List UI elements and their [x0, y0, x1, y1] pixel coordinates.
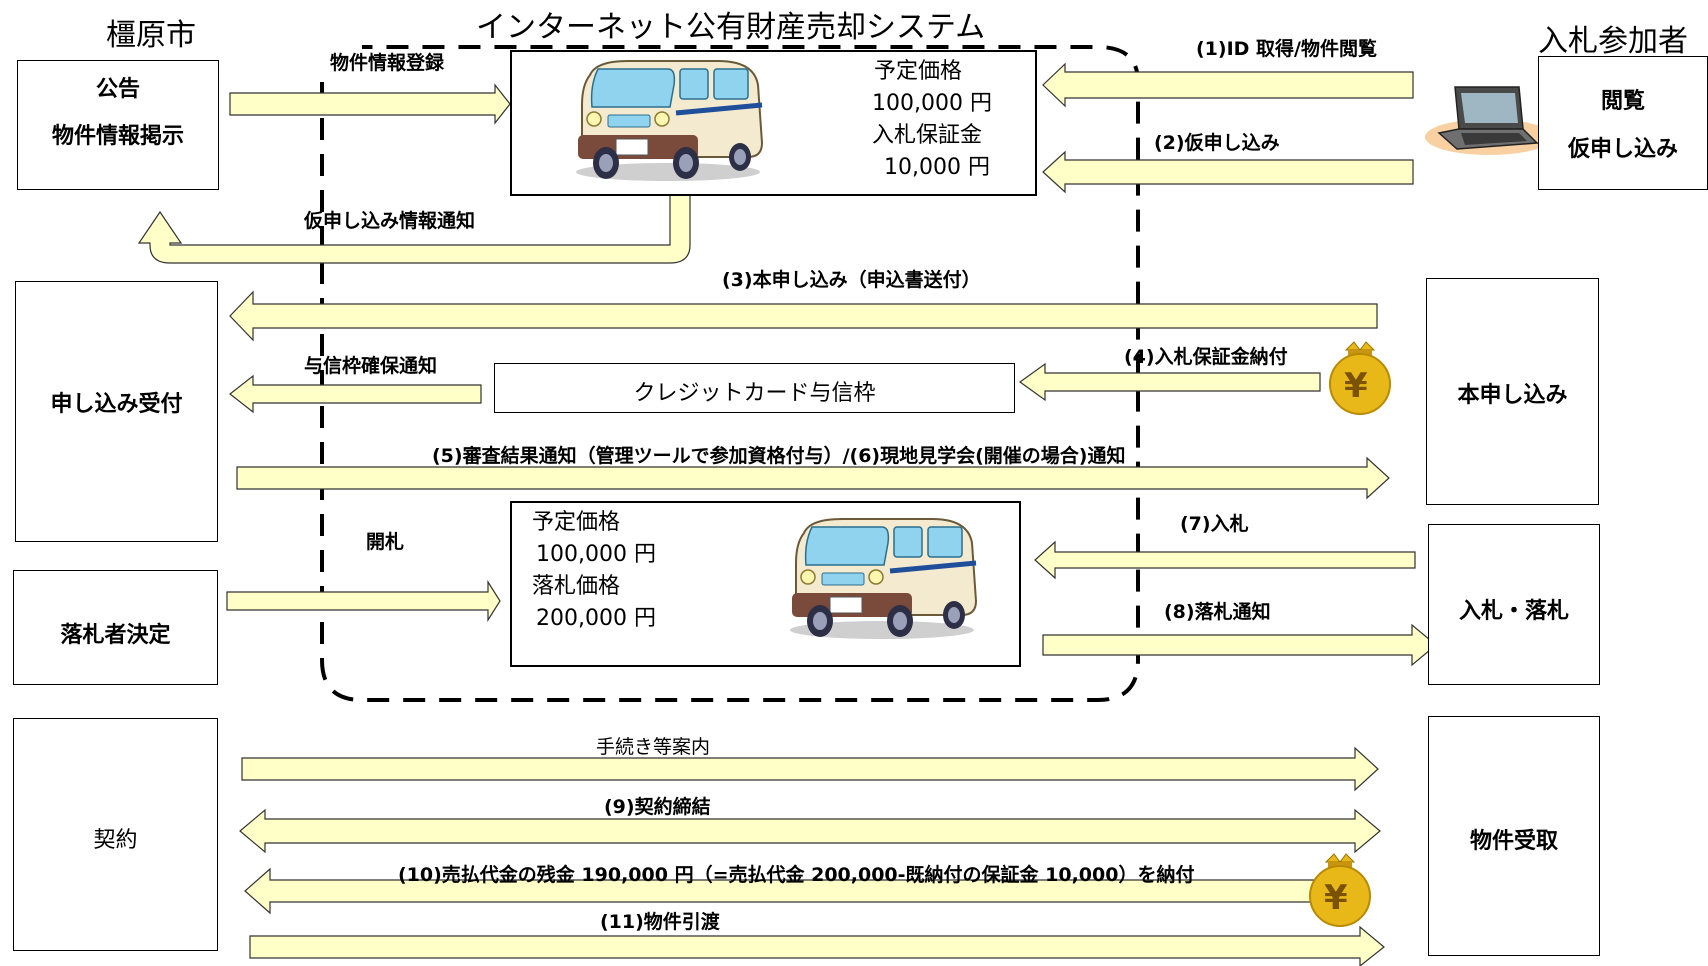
- application-reception-label: 申し込み受付: [50, 392, 183, 417]
- notice-box: 公告 物件情報掲示: [17, 60, 219, 190]
- arrow-step5-6: [236, 456, 1390, 500]
- label-procedure-guide: 手続き等案内: [596, 736, 711, 758]
- label-step7: (7)入札: [1180, 513, 1249, 535]
- scheduled-price-value: 100,000 円: [536, 542, 656, 567]
- arrow-property-registration: [229, 83, 511, 125]
- system-boundary: [320, 45, 1140, 702]
- label-step4: (4)入札保証金納付: [1124, 346, 1288, 368]
- label-step3: (3)本申し込み（申込書送付）: [722, 269, 981, 291]
- arrow-step9: [239, 808, 1381, 854]
- credit-limit-box: クレジットカード与信枠: [494, 363, 1015, 413]
- laptop-icon: [1425, 86, 1553, 155]
- winning-price-label: 落札価格: [532, 574, 621, 599]
- scheduled-price-label: 予定価格: [874, 59, 963, 84]
- scheduled-price-label: 予定価格: [532, 510, 621, 535]
- winner-decision-label: 落札者決定: [60, 623, 171, 648]
- label-property-registration: 物件情報登録: [330, 52, 445, 74]
- arrow-step1: [1042, 62, 1414, 108]
- label-step1: (1)ID 取得/物件閲覧: [1196, 38, 1377, 60]
- application-reception-box: 申し込み受付: [15, 281, 218, 542]
- label-step10: (10)売払代金の残金 190,000 円（=売払代金 200,000-既納付の…: [398, 864, 1195, 886]
- main-application-label: 本申し込み: [1457, 383, 1568, 408]
- arrow-step4: [1018, 362, 1321, 402]
- arrow-provisional-notice: [137, 194, 691, 264]
- arrow-step10: [244, 867, 1321, 915]
- label-credit-notice: 与信枠確保通知: [304, 355, 438, 377]
- header-right: 入札参加者: [1538, 24, 1688, 59]
- scheduled-price-value: 100,000 円: [872, 91, 992, 116]
- yen-icon: ¥: [1324, 878, 1348, 918]
- arrow-procedure-guide: [241, 746, 1379, 792]
- system-result-box: 予定価格 100,000 円 落札価格 200,000 円: [510, 501, 1021, 667]
- bid-deposit-label: 入札保証金: [872, 123, 983, 148]
- winner-decision-box: 落札者決定: [13, 570, 218, 685]
- provisional-application-label: 仮申し込み: [1567, 137, 1678, 162]
- credit-limit-label: クレジットカード与信枠: [633, 381, 876, 406]
- property-receipt-label: 物件受取: [1469, 829, 1558, 854]
- yen-icon: ¥: [1344, 366, 1368, 406]
- label-step11: (11)物件引渡: [600, 911, 720, 933]
- label-step5-6: (5)審査結果通知（管理ツールで参加資格付与）/(6)現地見学会(開催の場合)通…: [432, 445, 1126, 467]
- winning-price-value: 200,000 円: [536, 606, 656, 631]
- bid-win-box: 入札・落札: [1428, 524, 1600, 685]
- notice-label: 公告: [95, 77, 140, 102]
- bid-deposit-value: 10,000 円: [884, 155, 990, 180]
- label-opening: 開札: [366, 531, 405, 553]
- arrow-step11: [249, 925, 1385, 966]
- contract-box: 契約: [13, 718, 218, 951]
- browse-label: 閲覧: [1600, 89, 1645, 114]
- arrow-step8: [1042, 623, 1437, 667]
- arrow-step2: [1042, 150, 1414, 194]
- label-provisional-notice: 仮申し込み情報通知: [304, 210, 476, 232]
- arrow-step3: [229, 290, 1378, 342]
- header-left: 橿原市: [106, 18, 196, 53]
- arrow-credit-notice: [229, 374, 482, 414]
- property-info-posting-label: 物件情報掲示: [51, 124, 184, 149]
- main-application-box: 本申し込み: [1426, 278, 1599, 505]
- bid-win-label: 入札・落札: [1458, 599, 1569, 624]
- label-step2: (2)仮申し込み: [1154, 132, 1280, 154]
- label-step8: (8)落札通知: [1164, 601, 1271, 623]
- money-bag-icon: [1309, 853, 1371, 927]
- header-center: インターネット公有財産売却システム: [476, 10, 986, 45]
- label-step9: (9)契約締結: [604, 796, 711, 818]
- browse-box: 閲覧 仮申し込み: [1538, 56, 1708, 190]
- money-bag-icon: [1329, 341, 1391, 415]
- arrow-opening: [226, 579, 501, 623]
- system-listing-box: 予定価格 100,000 円 入札保証金 10,000 円: [510, 50, 1037, 196]
- property-receipt-box: 物件受取: [1428, 716, 1600, 956]
- arrow-step7: [1034, 540, 1416, 580]
- contract-label: 契約: [93, 828, 138, 853]
